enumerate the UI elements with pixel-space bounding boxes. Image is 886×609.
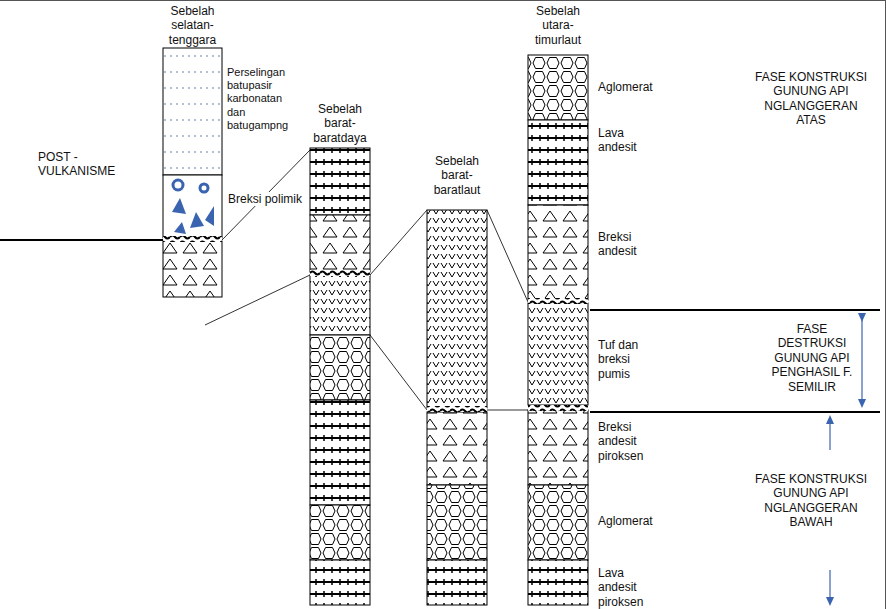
lithology-label: Breksi andesit (598, 230, 658, 259)
lithology-label: Tuf dan breksi pumis (598, 338, 660, 381)
column-heading: Sebelah selatan-tenggara (157, 4, 228, 47)
phase-label: FASE DESTRUKSI GUNUNG API PENGHASIL F. S… (768, 322, 856, 394)
lithology-label: Aglomerat (598, 514, 678, 528)
lithology-label: Breksi andesit piroksen (598, 420, 660, 463)
lithology-label: Lava andesit piroksen (598, 566, 660, 609)
stratigraphic-column: Sebelah barat-baratlaut (420, 154, 494, 605)
phase-label: FASE KONSTRUKSI GUNUNG API NGLANGGERAN B… (752, 472, 870, 530)
column-heading: Sebelah utara-timurlaut (521, 4, 595, 47)
phase-label: FASE KONSTRUKSI GUNUNG API NGLANGGERAN A… (752, 70, 870, 128)
lithology-label: POST - VULKANISME (38, 150, 138, 179)
column-heading: Sebelah barat-baratlaut (420, 154, 494, 197)
lithology-label: Aglomerat (598, 80, 678, 94)
lithology-label: Perselingan batupasir karbonatan dan bat… (227, 66, 301, 132)
stratigraphic-column: Sebelah selatan-tenggara (157, 4, 228, 297)
stratigraphic-column: Sebelah utara-timurlaut (521, 4, 595, 605)
column-heading: Sebelah barat-baratdaya (303, 102, 377, 145)
lithology-label: Lava andesit (598, 126, 658, 155)
stratigraphic-column: Sebelah barat-baratdaya (303, 102, 377, 605)
lithology-label: Breksi polimik (226, 192, 304, 206)
